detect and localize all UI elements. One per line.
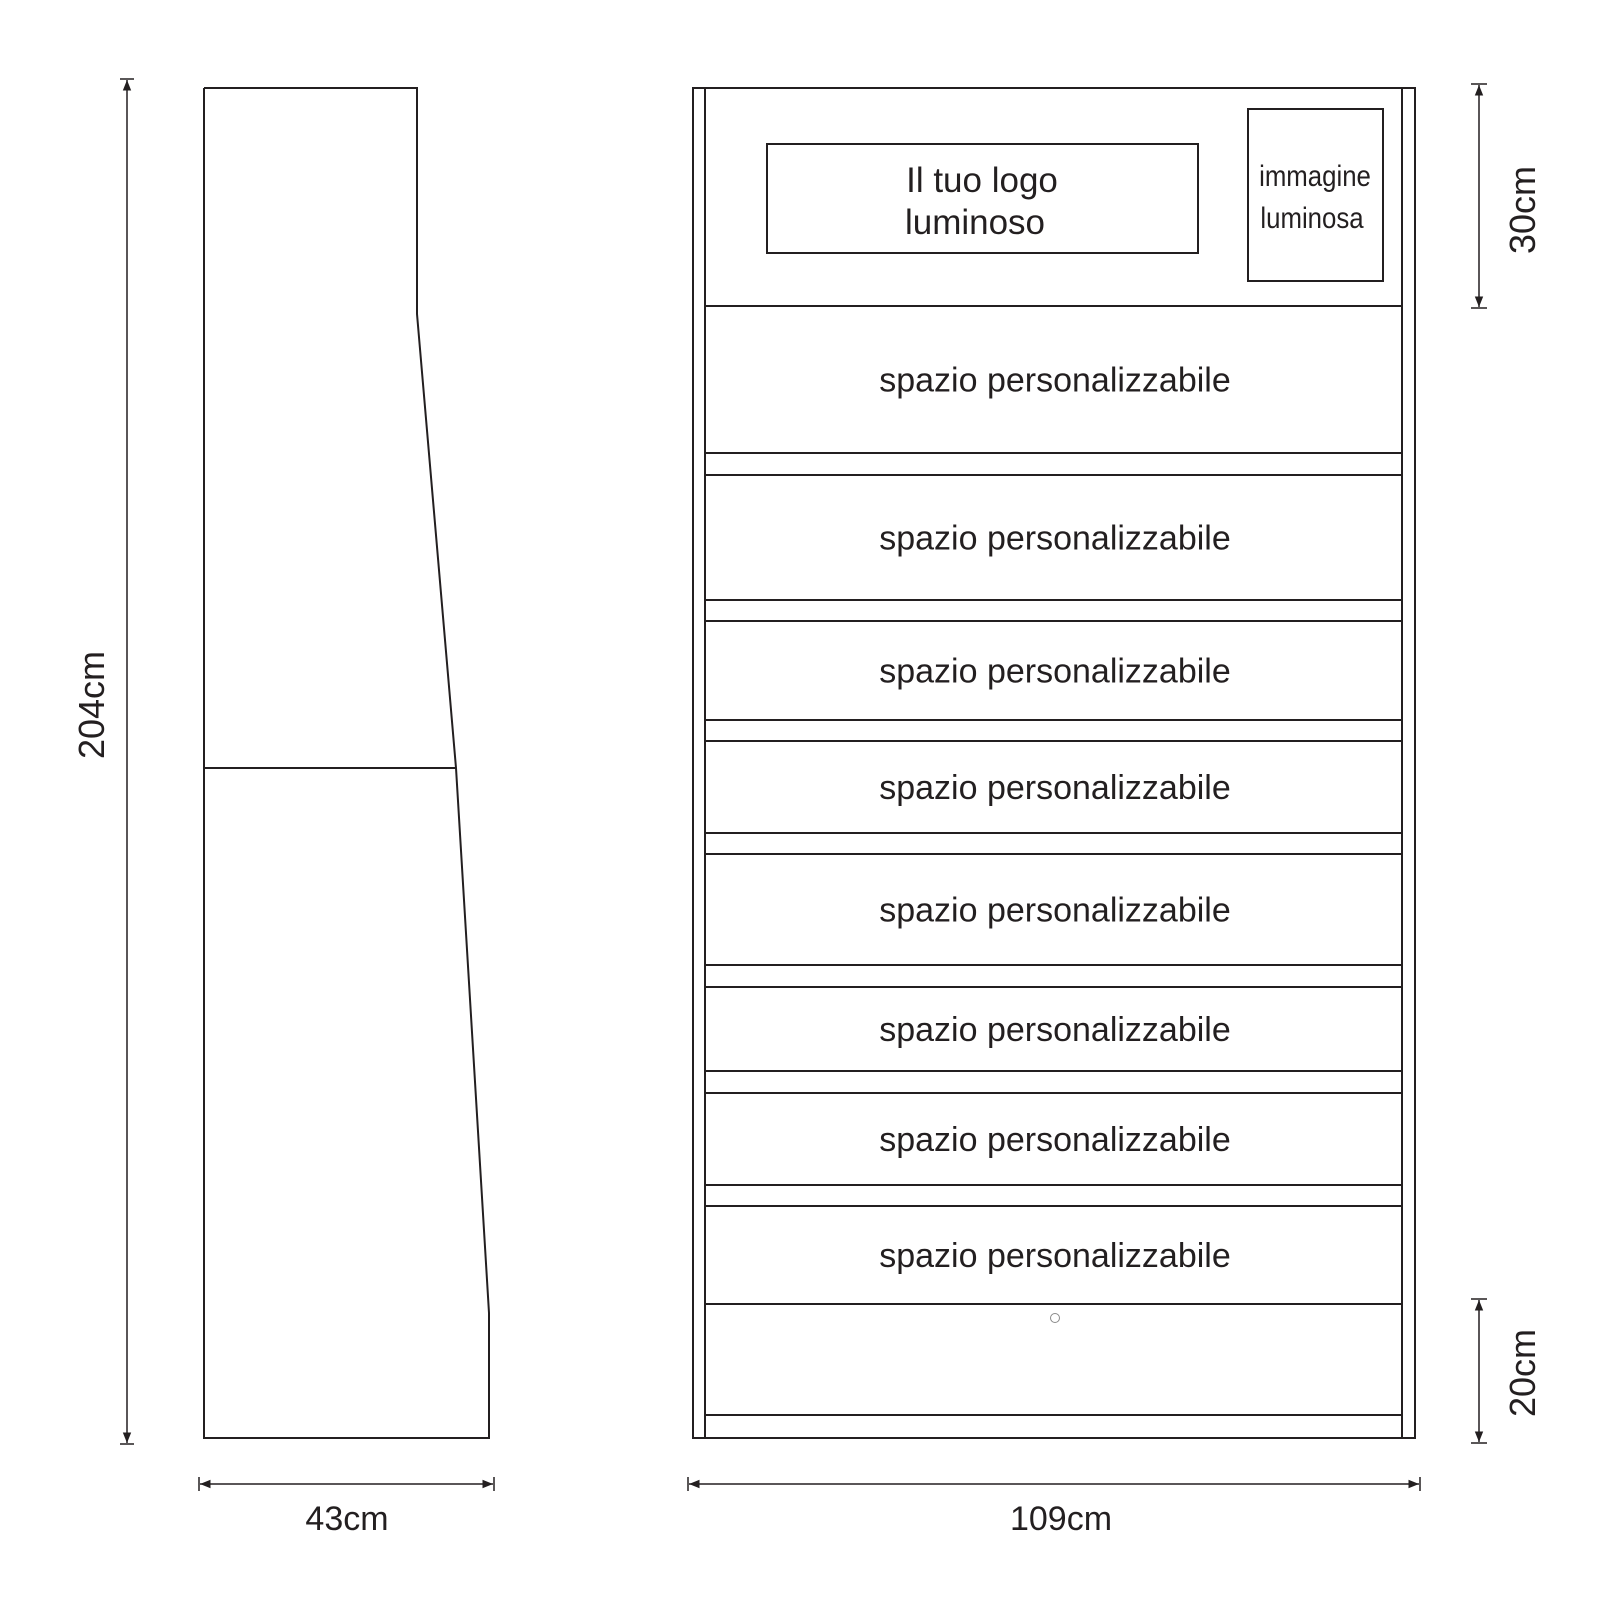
logo-text-line2: luminoso xyxy=(905,203,1045,242)
base-height-dimension: 20cm xyxy=(1471,1298,1543,1444)
header-height-label: 30cm xyxy=(1502,166,1543,254)
shelf-label: spazio personalizzabile xyxy=(879,362,1231,400)
shelf-label: spazio personalizzabile xyxy=(879,1011,1231,1049)
side-view-outline xyxy=(203,87,490,1439)
base-height-label: 20cm xyxy=(1502,1329,1543,1417)
left-post xyxy=(692,87,706,1439)
shelf-label: spazio personalizzabile xyxy=(879,769,1231,807)
right-post xyxy=(1401,87,1416,1439)
base-screw-hole xyxy=(1050,1313,1060,1323)
image-text-line2: luminosa xyxy=(1260,201,1364,234)
shelf-label: spazio personalizzabile xyxy=(879,1121,1231,1159)
shelf-label: spazio personalizzabile xyxy=(879,520,1231,558)
side-view xyxy=(203,87,490,1439)
image-box xyxy=(1247,108,1384,282)
header-height-dimension: 30cm xyxy=(1471,83,1543,309)
image-text-line1: immagine xyxy=(1259,159,1371,192)
height-label: 204cm xyxy=(71,651,112,759)
shelf-label: spazio personalizzabile xyxy=(879,1237,1231,1275)
width-dimension: 109cm xyxy=(687,1477,1421,1538)
logo-text-line1: Il tuo logo xyxy=(906,161,1058,200)
logo-box xyxy=(766,143,1199,254)
width-label: 109cm xyxy=(1010,1500,1112,1538)
depth-label: 43cm xyxy=(305,1500,388,1538)
front-view: Il tuo logo luminoso immagine luminosa s… xyxy=(692,87,1416,1439)
depth-dimension: 43cm xyxy=(198,1477,495,1538)
shelf-label: spazio personalizzabile xyxy=(879,892,1231,930)
shelves-group: spazio personalizzabile spazio personaliz… xyxy=(705,362,1402,1275)
shelf-label: spazio personalizzabile xyxy=(879,653,1231,691)
height-dimension: 204cm xyxy=(71,78,134,1445)
